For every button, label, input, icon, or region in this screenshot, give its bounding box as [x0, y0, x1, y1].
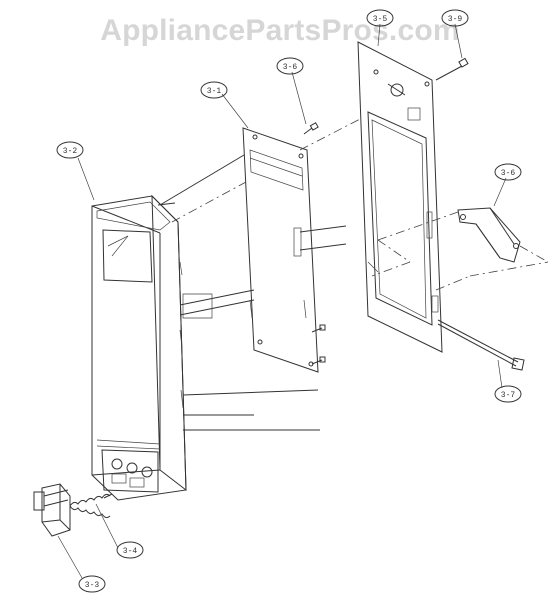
svg-text:3-1: 3-1 — [207, 87, 222, 96]
svg-text:3-7: 3-7 — [501, 391, 516, 400]
callout-3-6-top: 3-6 — [276, 57, 304, 75]
svg-text:3-9: 3-9 — [448, 15, 463, 24]
callout-3-2: 3-2 — [56, 141, 84, 159]
svg-text:3-2: 3-2 — [63, 147, 78, 156]
assembly-lines — [157, 154, 347, 431]
svg-text:3-6: 3-6 — [283, 63, 298, 72]
svg-text:3-3: 3-3 — [85, 581, 100, 590]
push-knob — [33, 483, 71, 537]
callout-3-5: 3-5 — [366, 9, 394, 27]
rear-bracket-frame — [357, 41, 443, 353]
callout-3-6-right: 3-6 — [494, 163, 522, 181]
long-screw — [437, 319, 525, 371]
svg-text:3-4: 3-4 — [123, 547, 138, 556]
svg-text:3-5: 3-5 — [373, 15, 388, 24]
spring — [69, 493, 113, 519]
control-panel-front — [91, 194, 187, 501]
small-bracket — [457, 207, 521, 263]
callout-3-9: 3-9 — [441, 9, 469, 27]
callout-3-4: 3-4 — [116, 541, 144, 559]
svg-text:3-6: 3-6 — [501, 169, 516, 178]
dashed-guide-lines — [171, 117, 549, 291]
leader-lines — [57, 23, 507, 579]
callout-3-3: 3-3 — [78, 575, 106, 593]
circuit-board — [242, 127, 319, 373]
callout-3-7: 3-7 — [494, 385, 522, 403]
watermark: AppliancePartsPros.com — [100, 14, 460, 47]
screw-small-top — [303, 122, 319, 135]
callout-3-1: 3-1 — [200, 81, 228, 99]
screws-board-bottom — [311, 324, 326, 365]
screw-top-right — [435, 57, 469, 81]
